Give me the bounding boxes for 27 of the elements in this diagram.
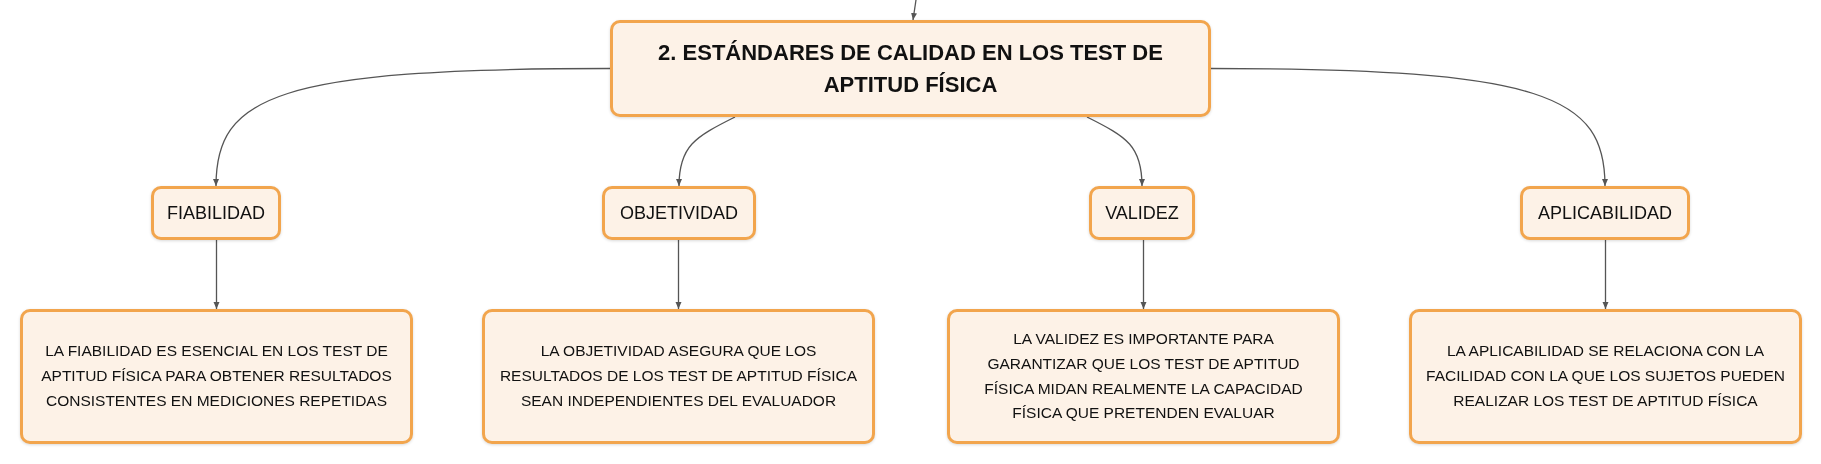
topic-box [610,20,1211,117]
description-text: LA OBJETIVIDAD ASEGURA QUE LOS RESULTADOS DE LOS TEST DE APTITUD FÍSICA SEAN INDEPENDIENTES DEL EVALUADOR [499,341,858,411]
description-box [947,309,1340,444]
description-box [482,309,875,444]
category-box [1520,186,1690,240]
arrow [1210,67,1608,187]
arrow [675,239,682,310]
category-box [1089,186,1195,240]
description-text: LA FIABILIDAD ES ESENCIAL EN LOS TEST DE APTITUD FÍSICA PARA OBTENER RESULTADOS CONSISTENTES EN MEDICIONES REPETIDAS [40,341,393,411]
arrow [1140,239,1147,310]
category-box [602,186,756,240]
arrow [911,0,917,21]
arrow [676,116,736,187]
description-text: LA APLICABILIDAD SE RELACIONA CON LA FACILIDAD CON LA QUE LOS SUJETOS PUEDEN REALIZAR LOS TEST DE APTITUD FÍSICA [1426,341,1785,411]
category-label: OBJETIVIDAD [620,202,738,224]
arrow [213,239,220,310]
arrow [1602,239,1609,310]
category-label: FIABILIDAD [167,202,265,224]
description-text: LA VALIDEZ ES IMPORTANTE PARA GARANTIZAR QUE LOS TEST DE APTITUD FÍSICA MIDAN REALMENTE LA CAPACIDAD FÍSICA QUE PRETENDEN EVALUAR [983,328,1304,424]
category-label: APLICABILIDAD [1537,202,1673,224]
description-box [1409,309,1802,444]
category-label: VALIDEZ [1105,202,1179,224]
arrow [1086,116,1145,187]
topic-title: 2. ESTÁNDARES DE CALIDAD EN LOS TEST DE APTITUD FÍSICA [657,38,1164,99]
category-box [151,186,281,240]
arrow [213,67,611,187]
description-box [20,309,413,444]
